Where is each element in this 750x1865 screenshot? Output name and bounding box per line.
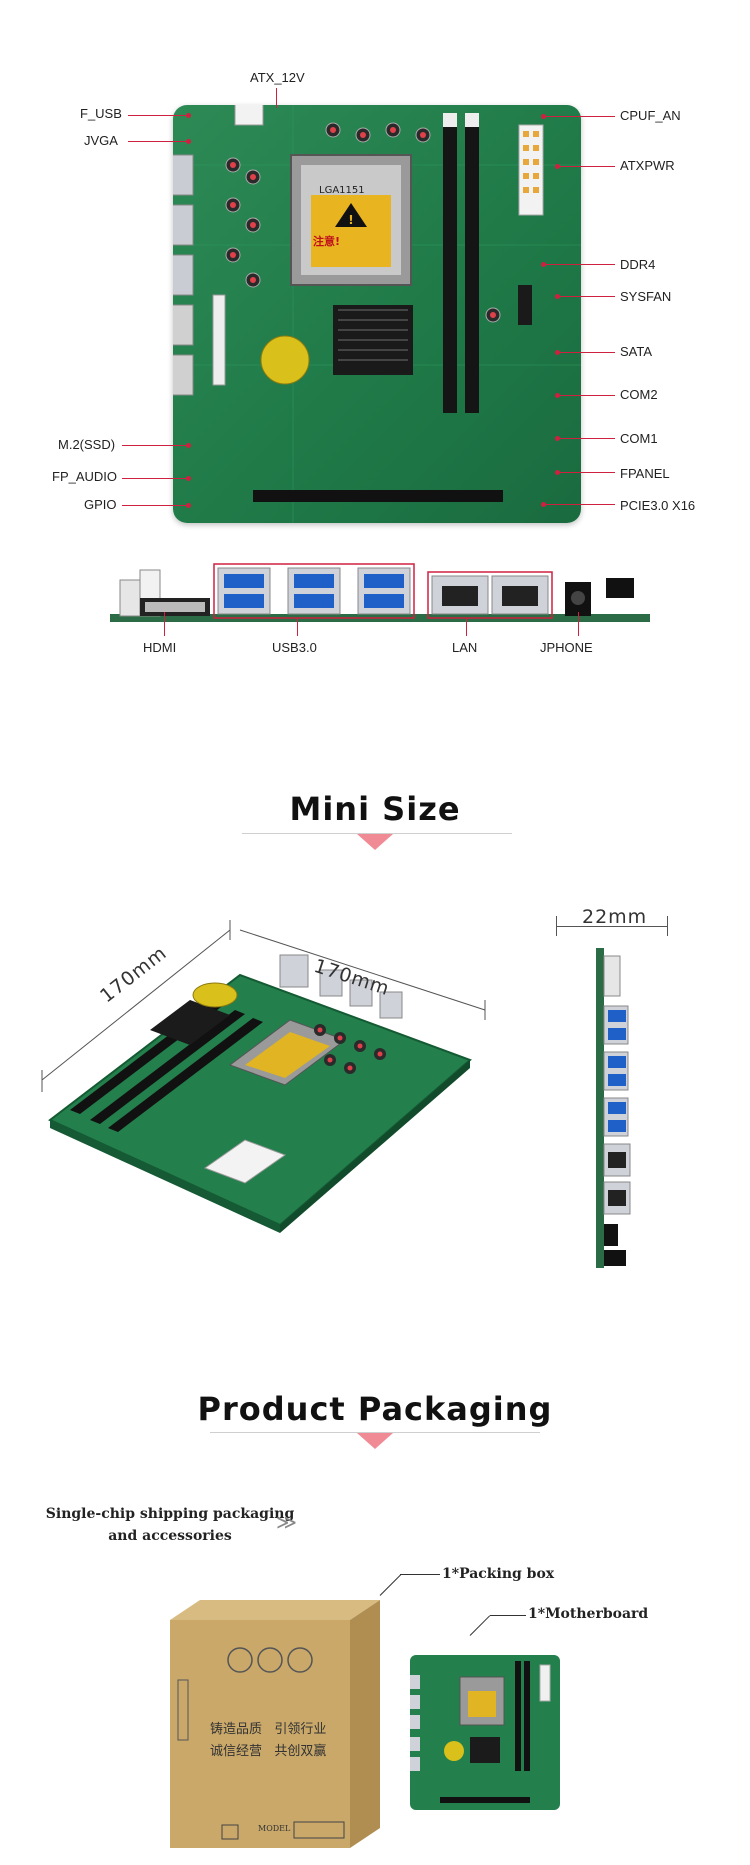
box-print-line2: 诚信经营 共创双赢 <box>210 1744 327 1759</box>
label-lan: LAN <box>452 640 478 655</box>
motherboard-isometric-view <box>30 900 500 1280</box>
label-hdmi: HDMI <box>143 640 177 655</box>
label-com2: COM2 <box>620 387 658 402</box>
label-atxpwr: ATXPWR <box>620 158 675 173</box>
packaging-triangle <box>357 1433 393 1449</box>
svg-text:!: ! <box>348 213 353 227</box>
packing-box: 铸造品质 引领行业 诚信经营 共创双赢 MODEL <box>170 1600 390 1850</box>
motherboard-side-view <box>590 948 660 1278</box>
label-m2-ssd: M.2(SSD) <box>58 437 116 452</box>
box-model-label: MODEL <box>258 1824 291 1833</box>
label-gpio: GPIO <box>84 497 117 512</box>
dimension-thickness: 22mm <box>582 906 648 928</box>
packaging-note-line1: Single-chip shipping packaging <box>45 1506 295 1522</box>
label-jphone: JPHONE <box>540 640 593 655</box>
label-fp-audio: FP_AUDIO <box>52 469 118 484</box>
label-sata: SATA <box>620 344 653 359</box>
packaging-note-line2: and accessories <box>108 1528 232 1544</box>
label-jvga: JVGA <box>84 133 118 148</box>
callout-motherboard: 1*Motherboard <box>528 1606 649 1622</box>
callout-packing-box: 1*Packing box <box>442 1566 555 1582</box>
label-ddr4: DDR4 <box>620 257 656 272</box>
packaging-note: Single-chip shipping packaging and acces… <box>40 1503 300 1547</box>
double-chevron-icon: ≫ <box>276 1510 297 1534</box>
label-fpanel: FPANEL <box>620 466 670 481</box>
socket-warning: 注意! <box>313 235 341 248</box>
heading-product-packaging: Product Packaging <box>197 1390 553 1428</box>
label-pcie: PCIE3.0 X16 <box>620 498 696 513</box>
rear-io-panel <box>110 560 650 630</box>
label-cpu-fan: CPUF_AN <box>620 108 681 123</box>
heading-triangle <box>357 834 393 850</box>
label-sysfan: SYSFAN <box>620 289 672 304</box>
box-print-line1: 铸造品质 引领行业 <box>210 1722 327 1737</box>
label-f-usb: F_USB <box>80 106 122 121</box>
label-com1: COM1 <box>620 431 658 446</box>
socket-label: LGA1151 <box>319 185 365 196</box>
label-usb30: USB3.0 <box>272 640 317 655</box>
motherboard-top-view: ! LGA1151 注意! <box>173 105 581 523</box>
motherboard-in-package <box>410 1655 560 1810</box>
label-atx-12v: ATX_12V <box>250 70 305 85</box>
heading-mini-size: Mini Size <box>289 790 461 828</box>
